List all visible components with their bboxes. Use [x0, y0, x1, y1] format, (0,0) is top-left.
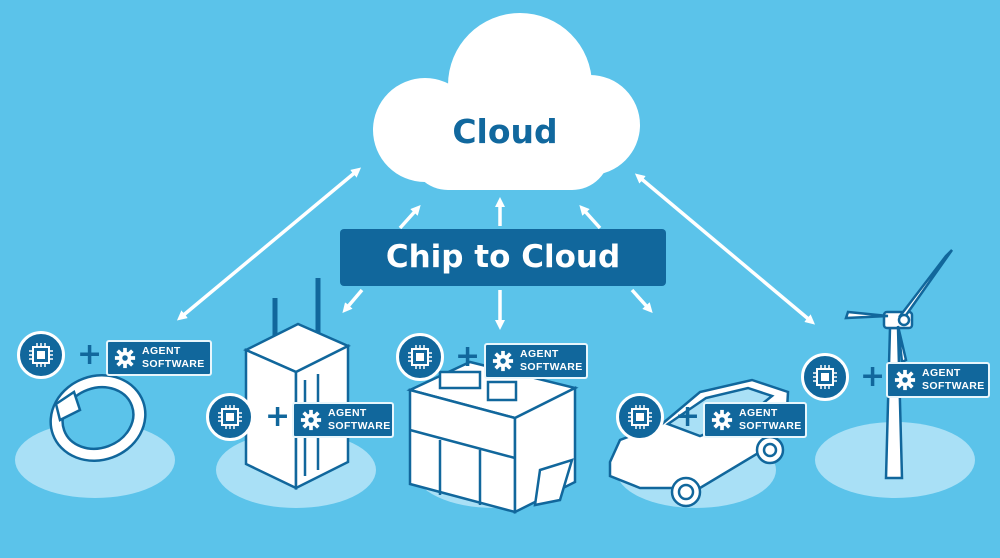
plus-icon: +: [675, 399, 701, 434]
agent-software-badge: AGENT SOFTWARE: [886, 362, 990, 398]
agent-label: AGENT: [922, 367, 961, 379]
agent-software-badge: AGENT SOFTWARE: [106, 340, 212, 376]
arrow-ring: [176, 167, 362, 321]
machine-device: [406, 360, 579, 515]
plus-icon: +: [265, 399, 291, 434]
arrow-right-bottom: [630, 288, 653, 313]
agent-software-badge: AGENT SOFTWARE: [484, 343, 588, 379]
arrow-left-bottom: [342, 288, 364, 314]
software-label: SOFTWARE: [142, 358, 205, 370]
agent-label: AGENT: [739, 407, 778, 419]
software-label: SOFTWARE: [520, 361, 583, 373]
cloud-label: Cloud: [452, 112, 558, 151]
agent-label: AGENT: [328, 407, 367, 419]
chip-icon: [206, 393, 254, 441]
software-label: SOFTWARE: [739, 420, 802, 432]
agent-software-badge: AGENT SOFTWARE: [703, 402, 807, 438]
plus-icon: +: [455, 339, 481, 374]
chip-icon: [616, 393, 664, 441]
arrows: [176, 167, 816, 330]
plus-icon: +: [77, 337, 103, 372]
chip-to-cloud-banner: Chip to Cloud: [340, 229, 666, 286]
agent-label: AGENT: [142, 345, 181, 357]
arrow-left-top: [398, 205, 421, 230]
chip-icon: [17, 331, 65, 379]
chip-icon: [396, 333, 444, 381]
gear-icon: [492, 350, 514, 372]
gear-icon: [711, 409, 733, 431]
arrow-cloud-right: [634, 173, 816, 325]
agent-software-badge: AGENT SOFTWARE: [292, 402, 394, 438]
gear-icon: [300, 409, 322, 431]
arrow-right-top: [579, 205, 602, 230]
gear-icon: [894, 369, 916, 391]
gateway-device: [243, 278, 351, 491]
cloud-shape: [373, 13, 640, 190]
agent-label: AGENT: [520, 348, 559, 360]
software-label: SOFTWARE: [922, 380, 985, 392]
software-label: SOFTWARE: [328, 420, 391, 432]
ring-device: [49, 374, 147, 462]
chip-icon: [801, 353, 849, 401]
plus-icon: +: [860, 359, 886, 394]
gear-icon: [114, 347, 136, 369]
